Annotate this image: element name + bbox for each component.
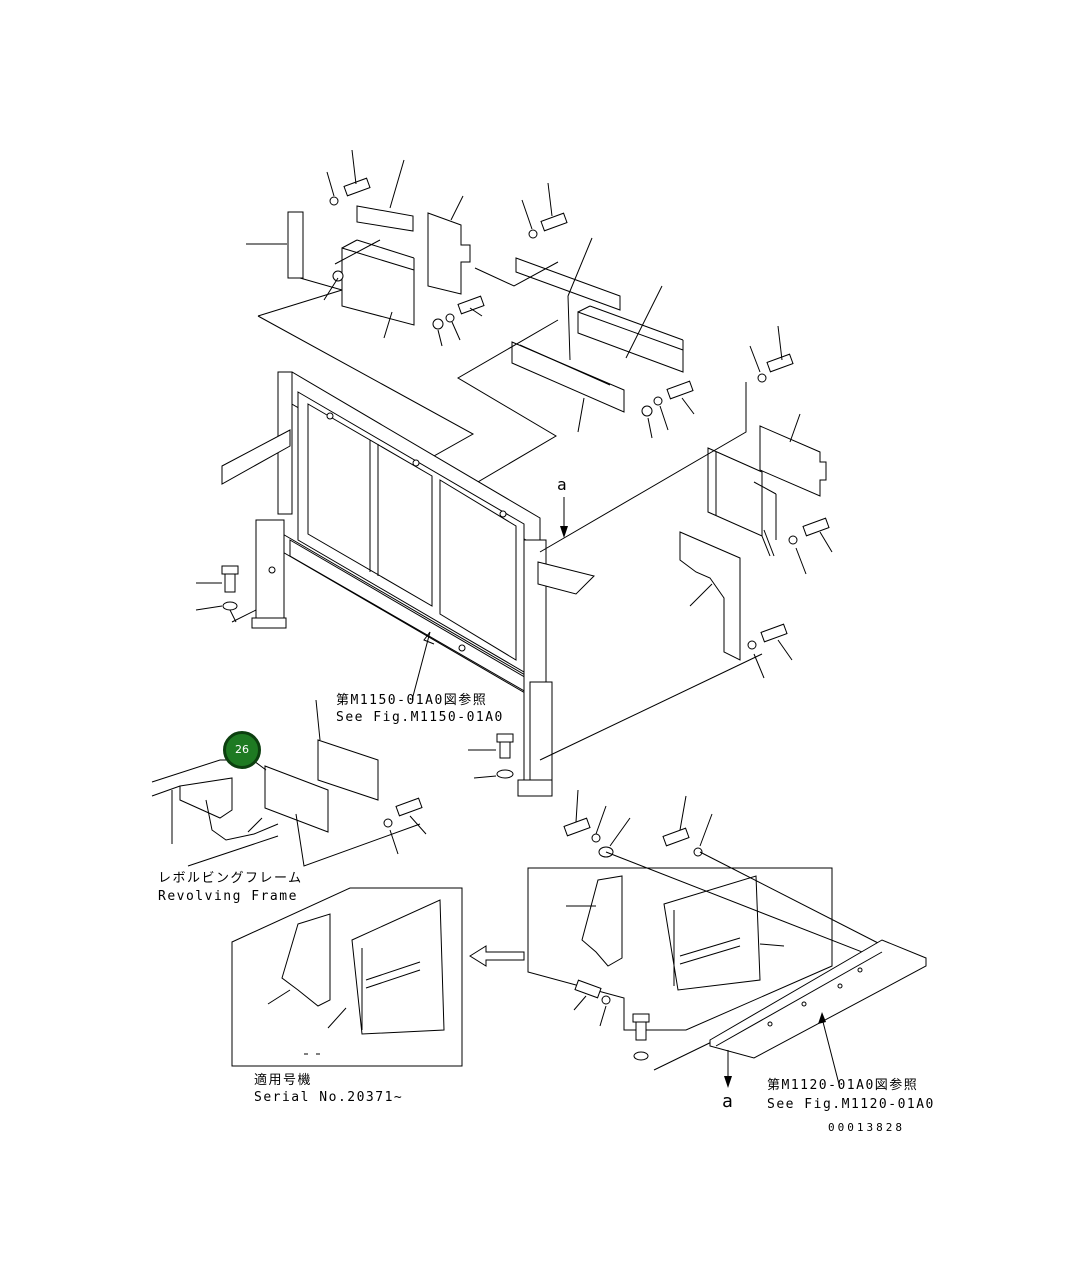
arrow-a-top — [560, 497, 568, 538]
serial-label-jp: 適用号機 — [254, 1073, 313, 1088]
fig-ref-m1120-en: See Fig.M1120-01A0 — [767, 1097, 935, 1112]
serial-label-en: Serial No.20371~ — [254, 1090, 404, 1105]
arrow-a-bottom-label: a — [722, 1091, 735, 1112]
inset-box-left — [231, 887, 463, 1067]
fig-ref-m1150-jp: 第M1150-01A0図参照 — [336, 693, 488, 708]
center-lower-bolt — [468, 733, 514, 779]
left-frame-bolts — [195, 565, 257, 623]
lower-left-bracket-group — [151, 699, 427, 867]
revolving-frame-label-en: Revolving Frame — [158, 889, 298, 904]
main-frame — [221, 371, 595, 797]
arrow-a-top-label: a — [557, 475, 569, 494]
fig-ref-m1150-en: See Fig.M1150-01A0 — [336, 710, 504, 725]
bottom-right-plate — [709, 939, 927, 1089]
top-center-plates — [419, 237, 695, 517]
callout-26[interactable]: 26 — [223, 731, 261, 769]
top-left-bracket-group — [246, 149, 568, 528]
fig-ref-m1120-jp: 第M1120-01A0図参照 — [767, 1078, 919, 1093]
hollow-arrow — [469, 945, 525, 967]
inset-box-right — [527, 789, 899, 1071]
right-side-plates — [539, 325, 833, 761]
revolving-frame-label-jp: レボルビングフレーム — [158, 871, 303, 886]
drawing-number: 00013828 — [828, 1121, 905, 1134]
